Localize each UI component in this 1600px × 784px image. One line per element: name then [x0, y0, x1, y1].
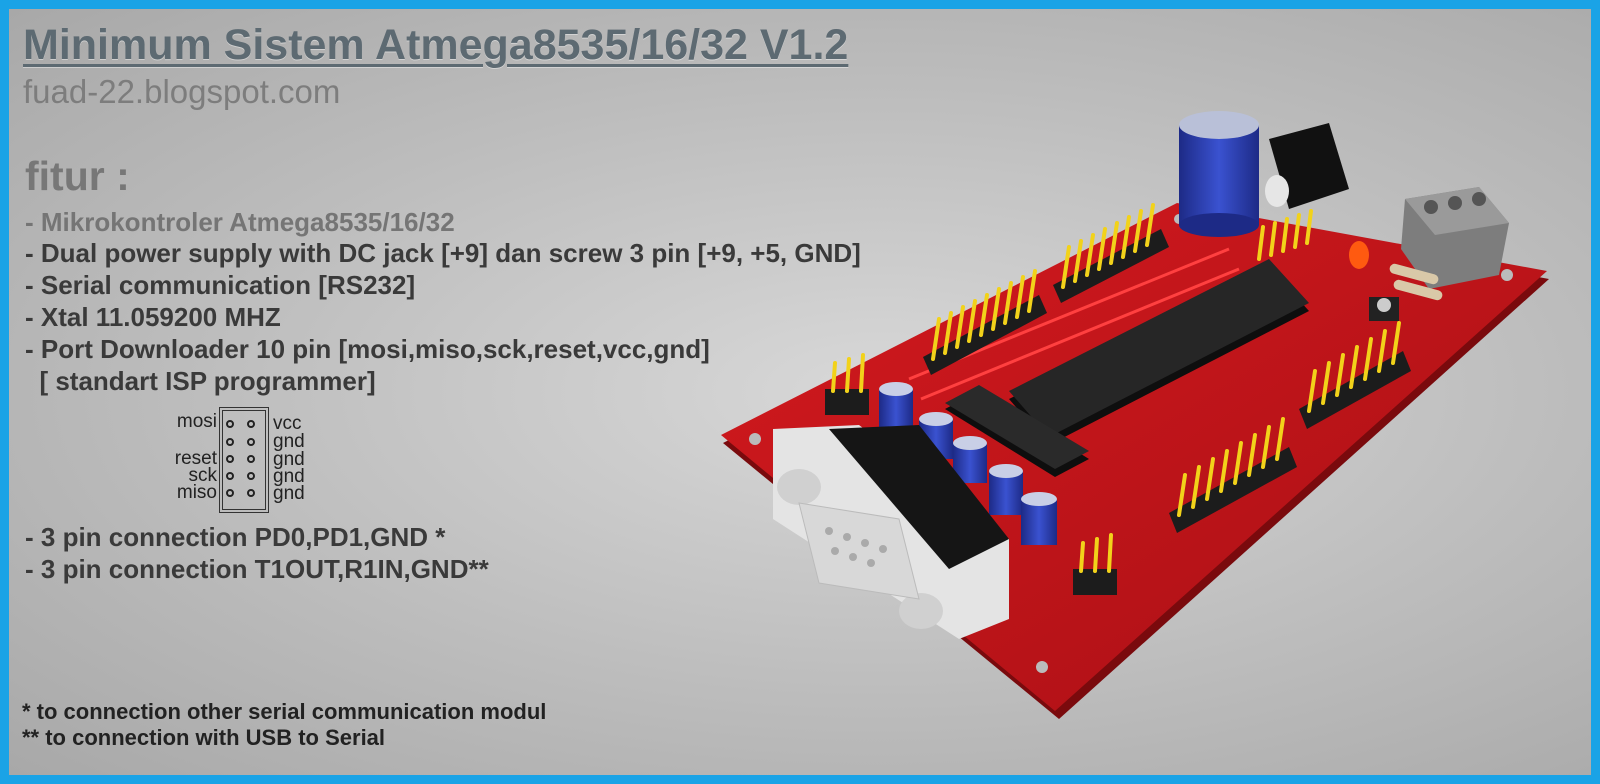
page-title: Minimum Sistem Atmega8535/16/32 V1.2 [23, 21, 849, 69]
feature-item: - Port Downloader 10 pin [mosi,miso,sck,… [25, 334, 710, 364]
connection-item: - 3 pin connection PD0,PD1,GND * [25, 522, 446, 552]
isp-pin [247, 472, 255, 480]
isp-pin [226, 438, 234, 446]
isp-label-left: sck [188, 465, 218, 486]
feature-item: - Serial communication [RS232] [25, 270, 416, 300]
pin-header-right [1299, 351, 1411, 429]
feature-item: - Xtal 11.059200 MHZ [25, 302, 281, 332]
pin-header-top-mid [1053, 229, 1169, 303]
header-pins [831, 203, 1401, 573]
isp-label-left: miso [176, 482, 217, 503]
isp-pin [226, 420, 234, 428]
resistors [1389, 263, 1443, 301]
pin-header-3pin-left [825, 389, 869, 415]
isp-header-box [219, 407, 269, 513]
isp-header-diagram: mosi reset sck miso vcc gnd gnd gnd gnd [153, 407, 305, 517]
serial-ic-chip [945, 385, 1089, 477]
microcontroller-chip [1009, 259, 1309, 445]
led-indicator [1349, 241, 1369, 269]
isp-pin [226, 489, 234, 497]
feature-item: [ standart ISP programmer] [25, 366, 376, 396]
isp-label-right: gnd [273, 483, 305, 504]
main-capacitor [1179, 111, 1259, 237]
isp-label-right: vcc [273, 413, 302, 434]
pin-header-3pin-bottom [1073, 569, 1117, 595]
feature-item: - Dual power supply with DC jack [+9] da… [25, 238, 861, 268]
dc-jack [1265, 123, 1349, 209]
isp-label-left: mosi [176, 411, 217, 432]
pcb-board-image [721, 111, 1549, 719]
pin-header-right-bottom [1169, 447, 1297, 533]
isp-pin [247, 489, 255, 497]
isp-pin [247, 455, 255, 463]
screw-terminal [1401, 187, 1509, 289]
isp-pin [247, 420, 255, 428]
isp-label-right: gnd [273, 449, 305, 470]
site-url: fuad-22.blogspot.com [23, 73, 341, 110]
feature-item: - Mikrokontroler Atmega8535/16/32 [25, 207, 455, 237]
isp-label-right: gnd [273, 431, 305, 452]
features-heading: fitur : [25, 153, 130, 199]
db9-serial-connector [773, 425, 1009, 639]
connection-item: - 3 pin connection T1OUT,R1IN,GND** [25, 554, 489, 584]
isp-pin [226, 472, 234, 480]
footnote: ** to connection with USB to Serial [22, 725, 386, 750]
isp-pin [247, 438, 255, 446]
isp-pin [226, 455, 234, 463]
footnote: * to connection other serial communicati… [22, 699, 547, 724]
reset-button [1369, 297, 1399, 321]
isp-label-right: gnd [273, 466, 305, 487]
isp-label-left: reset [174, 448, 217, 469]
